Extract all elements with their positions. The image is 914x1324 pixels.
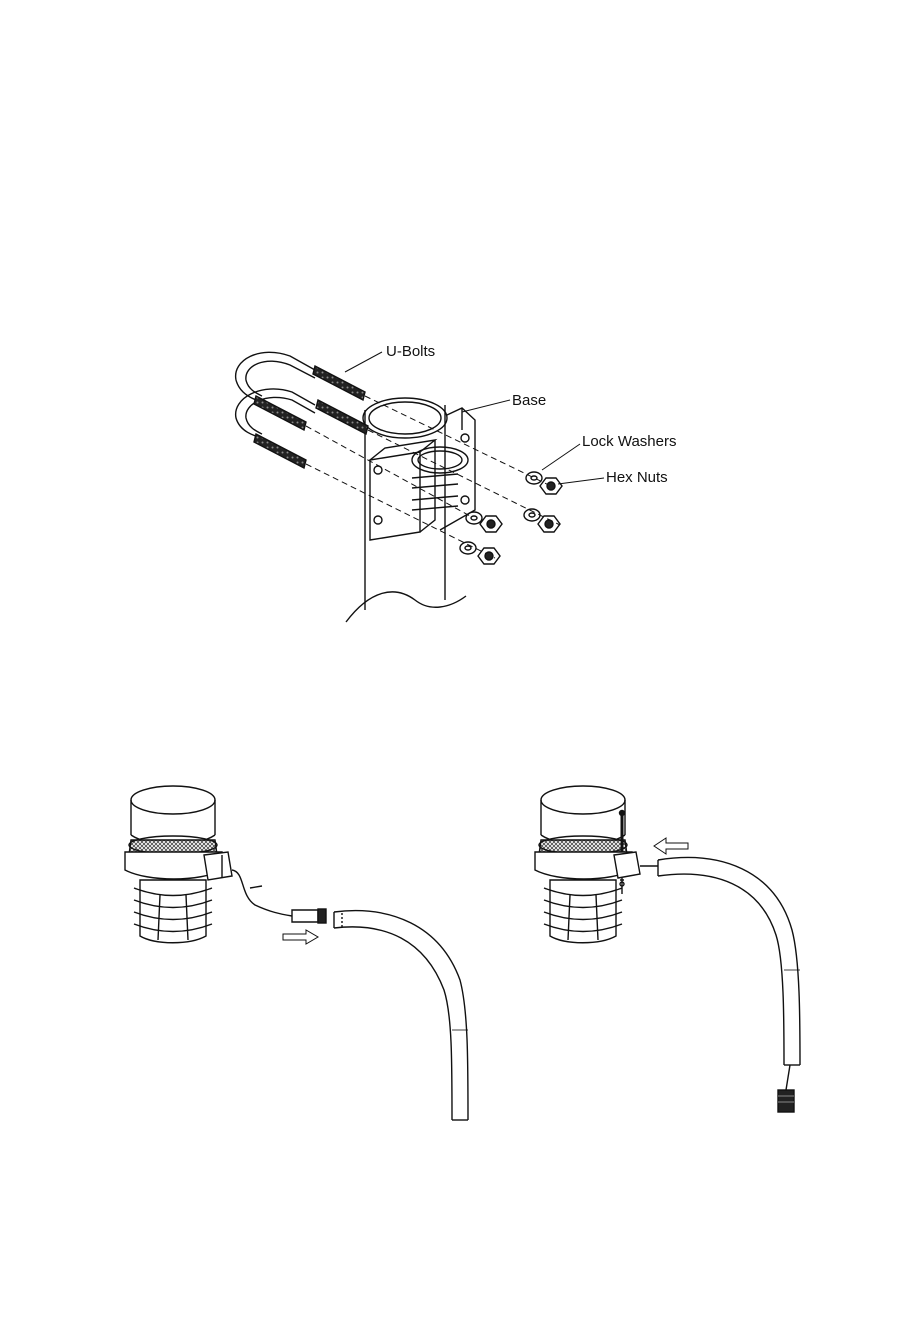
base-label: Base [512, 392, 546, 409]
sensor-cable-connect-figure [125, 786, 468, 1120]
base-bracket [363, 398, 475, 540]
hex-nuts [478, 478, 562, 564]
u-bolts-label: U-Bolts [386, 343, 435, 360]
mount-assembly-figure [236, 352, 604, 622]
hex-nuts-label: Hex Nuts [606, 469, 668, 486]
lock-washers-label: Lock Washers [582, 433, 676, 450]
u-bolts [236, 352, 368, 468]
lock-washers [460, 472, 542, 554]
sensor-arm-attach-figure [535, 786, 800, 1112]
